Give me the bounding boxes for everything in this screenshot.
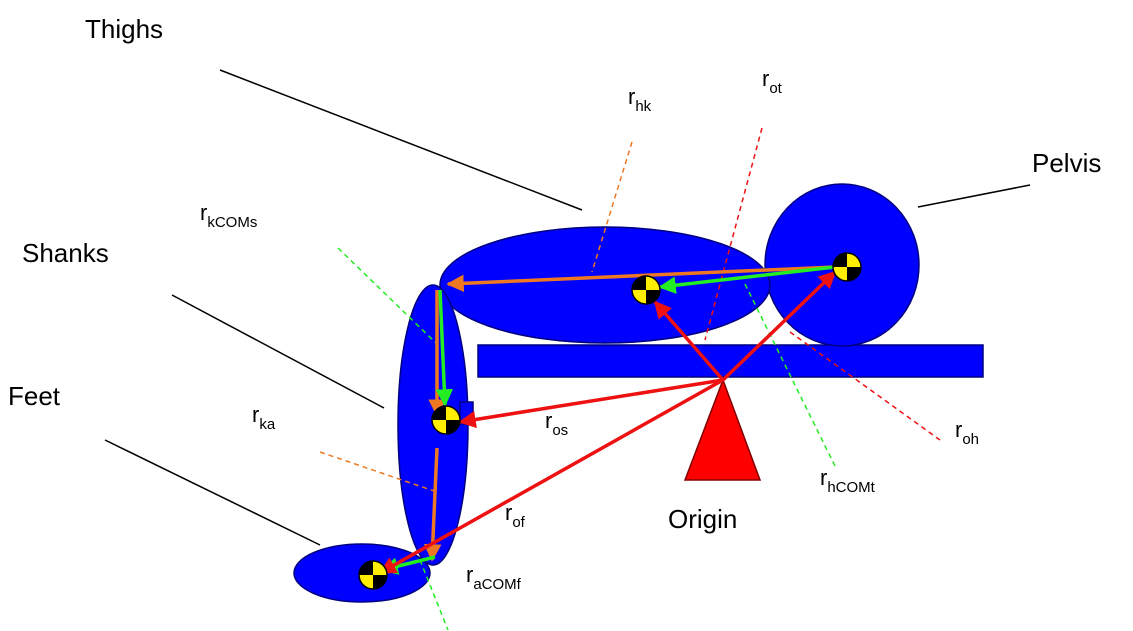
r-hk-guide-line <box>591 141 633 273</box>
r-acomf-label: raCOMf <box>466 562 522 593</box>
r-hcomt-vector <box>658 265 836 294</box>
shank-com-marker <box>431 405 461 435</box>
r-hcomt-label: rhCOMt <box>820 465 876 496</box>
r-ot-vector <box>653 300 725 382</box>
pelvis-label: Pelvis <box>1032 148 1101 178</box>
r-os-label: ros <box>545 408 568 439</box>
origin-label: Origin <box>668 504 737 534</box>
r-of-vector <box>378 378 724 575</box>
r-oh-guide-line <box>789 331 941 441</box>
r-hk-vector <box>446 265 836 293</box>
foot-com-marker <box>358 560 388 590</box>
thighs-leader-line <box>219 69 583 211</box>
thigh-com-marker <box>631 275 661 305</box>
r-of-label: rof <box>505 500 526 531</box>
feet-leader-line <box>104 439 321 546</box>
r-oh-label: roh <box>955 417 979 448</box>
shanks-label: Shanks <box>22 238 109 268</box>
pelvis-com-marker <box>832 252 862 282</box>
pelvis-leader-line <box>917 184 1031 208</box>
thighs-label: Thighs <box>85 14 163 44</box>
feet-label: Feet <box>8 381 61 411</box>
thigh-segment <box>439 226 771 344</box>
r-ka-label: rka <box>252 402 276 433</box>
r-hk-label: rhk <box>628 84 652 115</box>
r-kcoms-vector <box>435 289 454 407</box>
r-os-vector <box>458 378 724 429</box>
r-ot-label: rot <box>762 66 783 97</box>
origin-triangle <box>683 377 762 481</box>
r-acomf-guide-line <box>419 559 449 631</box>
r-ot-guide-line <box>704 127 763 341</box>
r-oh-vector <box>721 270 837 382</box>
r-ka-guide-line <box>319 451 438 493</box>
shanks-leader-line <box>171 294 385 409</box>
r-kcoms-label: rkCOMs <box>200 200 257 231</box>
r-hcomt-guide-line <box>744 283 837 469</box>
